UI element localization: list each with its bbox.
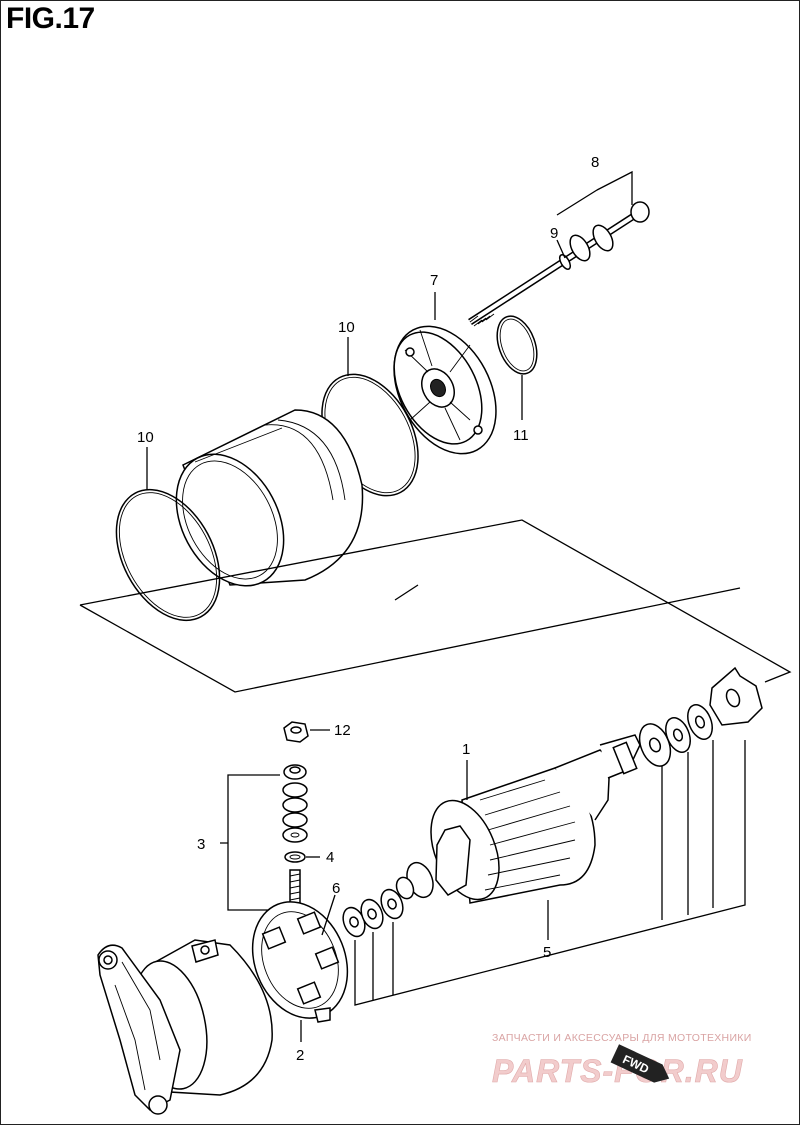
end-bracket-7 <box>393 325 497 455</box>
callout-10-lower: 10 <box>137 429 154 446</box>
callout-1: 1 <box>462 741 470 758</box>
bracket-3 <box>220 774 282 911</box>
nut-12 <box>283 721 309 743</box>
callout-10-upper: 10 <box>338 319 355 336</box>
callout-12: 12 <box>334 722 351 739</box>
bolt-washer-9 <box>558 224 614 270</box>
armature-1 <box>395 734 641 904</box>
rear-housing <box>97 939 273 1115</box>
through-bolt <box>468 201 650 327</box>
callout-5: 5 <box>543 944 551 961</box>
callout-4: 4 <box>326 849 334 866</box>
terminal-set-3 <box>282 764 308 843</box>
o-ring-11 <box>496 315 538 375</box>
leader-8 <box>556 170 633 216</box>
leader-6 <box>321 894 336 936</box>
watermark-caption: ЗАПЧАСТИ И АКСЕССУАРЫ ДЛЯ МОТОТЕХНИКИ <box>492 1032 752 1044</box>
watermark: ЗАПЧАСТИ И АКСЕССУАРЫ ДЛЯ МОТОТЕХНИКИ PA… <box>492 1032 792 1099</box>
bracket-5 <box>354 740 746 1006</box>
watermark-logo: PARTS-FOR.RU FWD <box>492 1044 742 1089</box>
callout-8: 8 <box>591 154 599 171</box>
callout-2: 2 <box>296 1047 304 1064</box>
figure-title: FIG.17 <box>6 2 95 35</box>
washer-set-right <box>638 666 763 767</box>
assembly-frame <box>79 519 792 693</box>
callout-11: 11 <box>513 427 529 444</box>
starter-yoke <box>175 409 364 587</box>
washer-set-left <box>342 888 404 938</box>
callout-7: 7 <box>430 272 438 289</box>
callout-6: 6 <box>332 880 340 897</box>
o-ring-10-lower <box>115 488 221 622</box>
washer-4 <box>284 851 306 863</box>
leader-9 <box>556 239 566 259</box>
callout-3: 3 <box>197 836 205 853</box>
callout-9: 9 <box>550 225 558 242</box>
